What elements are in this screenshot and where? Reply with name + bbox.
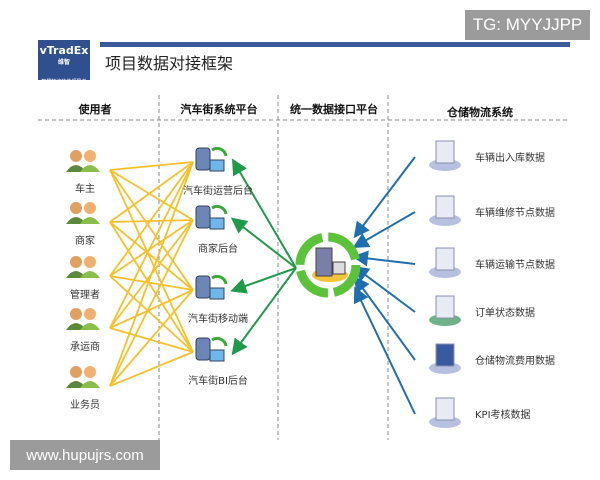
warehouse-data-label: 订单状态数据 [475, 308, 535, 319]
user-label: 车主 [75, 184, 95, 195]
logo-suffix: 维智 [57, 59, 70, 66]
user-platform-link [109, 169, 194, 291]
user-platform-link [109, 351, 194, 387]
warehouse-interface-arrow [352, 250, 416, 267]
user-platform-link [109, 289, 194, 387]
logo-tagline: 智慧物流软件领导者 [41, 78, 87, 85]
user-platform-link [109, 221, 194, 291]
warehouse-interface-arrow [352, 211, 416, 248]
server-computer-icon [195, 146, 228, 172]
user-label: 商家 [75, 236, 95, 247]
data-source-icon [429, 247, 461, 278]
platform-label: 商家后台 [198, 244, 238, 255]
interface-platform-arrow [231, 267, 297, 356]
warehouse-data-label: KPI考核数据 [475, 410, 531, 421]
server-computer-icon [195, 274, 228, 300]
platform-links [230, 158, 297, 356]
user-platform-link [109, 275, 194, 291]
user-platform-link [109, 275, 194, 353]
user-platform-link [109, 221, 194, 353]
user-platform-link [109, 161, 194, 171]
platform-label: 汽车街运营后台 [183, 186, 253, 197]
hub-icon [295, 232, 361, 298]
server-computer-icon [195, 336, 228, 362]
user-label: 管理者 [70, 290, 100, 301]
warehouse-interface-arrow [353, 286, 416, 415]
warehouse-links [352, 156, 416, 415]
data-source-icon [429, 140, 461, 171]
warehouse-data-label: 仓储物流费用数据 [475, 356, 555, 367]
logo-brand: vTradEx [39, 44, 89, 57]
warehouse-interface-arrow [353, 156, 416, 239]
user-platform-link [109, 219, 194, 223]
user-platform-link [109, 219, 194, 277]
data-source-icon [429, 343, 461, 374]
data-source-icon [429, 295, 461, 326]
user-label: 承运商 [70, 342, 100, 353]
server-computer-icon [195, 204, 228, 230]
header-bar [100, 42, 570, 47]
user-platform-link [109, 161, 194, 277]
warehouse-data-label: 车辆出入库数据 [475, 153, 545, 164]
interface-platform-arrow [230, 267, 297, 294]
dividers [38, 95, 570, 440]
user-platform-link [109, 219, 194, 387]
warehouse-data-label: 车辆维修节点数据 [475, 208, 555, 219]
user-icon [66, 256, 100, 278]
user-icon [66, 308, 100, 330]
user-platform-link [109, 161, 194, 223]
user-icon [66, 150, 100, 172]
user-platform-link [109, 169, 194, 221]
platform-label: 汽车街BI后台 [188, 376, 248, 387]
user-platform-link [109, 161, 194, 387]
user-links [109, 161, 194, 387]
watermark-top: TG: MYYJJPP [465, 10, 590, 40]
user-label: 业务员 [70, 400, 100, 411]
user-platform-link [109, 169, 194, 353]
interface-platform-arrow [230, 217, 297, 269]
watermark-bottom: www.hupujrs.com [10, 440, 160, 470]
data-source-icon [429, 397, 461, 428]
logo: vTradEx 维智 智慧物流软件领导者 [38, 40, 90, 85]
user-platform-link [109, 161, 194, 329]
column-header-warehouse: 仓储物流系统 [447, 106, 513, 119]
interface-platform-arrow [231, 158, 297, 269]
warehouse-data-label: 车辆运输节点数据 [475, 260, 555, 271]
user-icon [66, 366, 100, 388]
user-platform-link [109, 289, 194, 329]
data-source-icon [429, 195, 461, 226]
column-header-users: 使用者 [78, 103, 112, 116]
warehouse-interface-arrow [352, 265, 416, 313]
column-header-interface: 统一数据接口平台 [290, 103, 378, 116]
user-icon [66, 202, 100, 224]
user-platform-link [109, 327, 194, 353]
platform-label: 汽车街移动端 [188, 314, 248, 325]
column-header-platform: 汽车街系统平台 [180, 103, 258, 116]
page-title: 项目数据对接框架 [105, 54, 234, 73]
